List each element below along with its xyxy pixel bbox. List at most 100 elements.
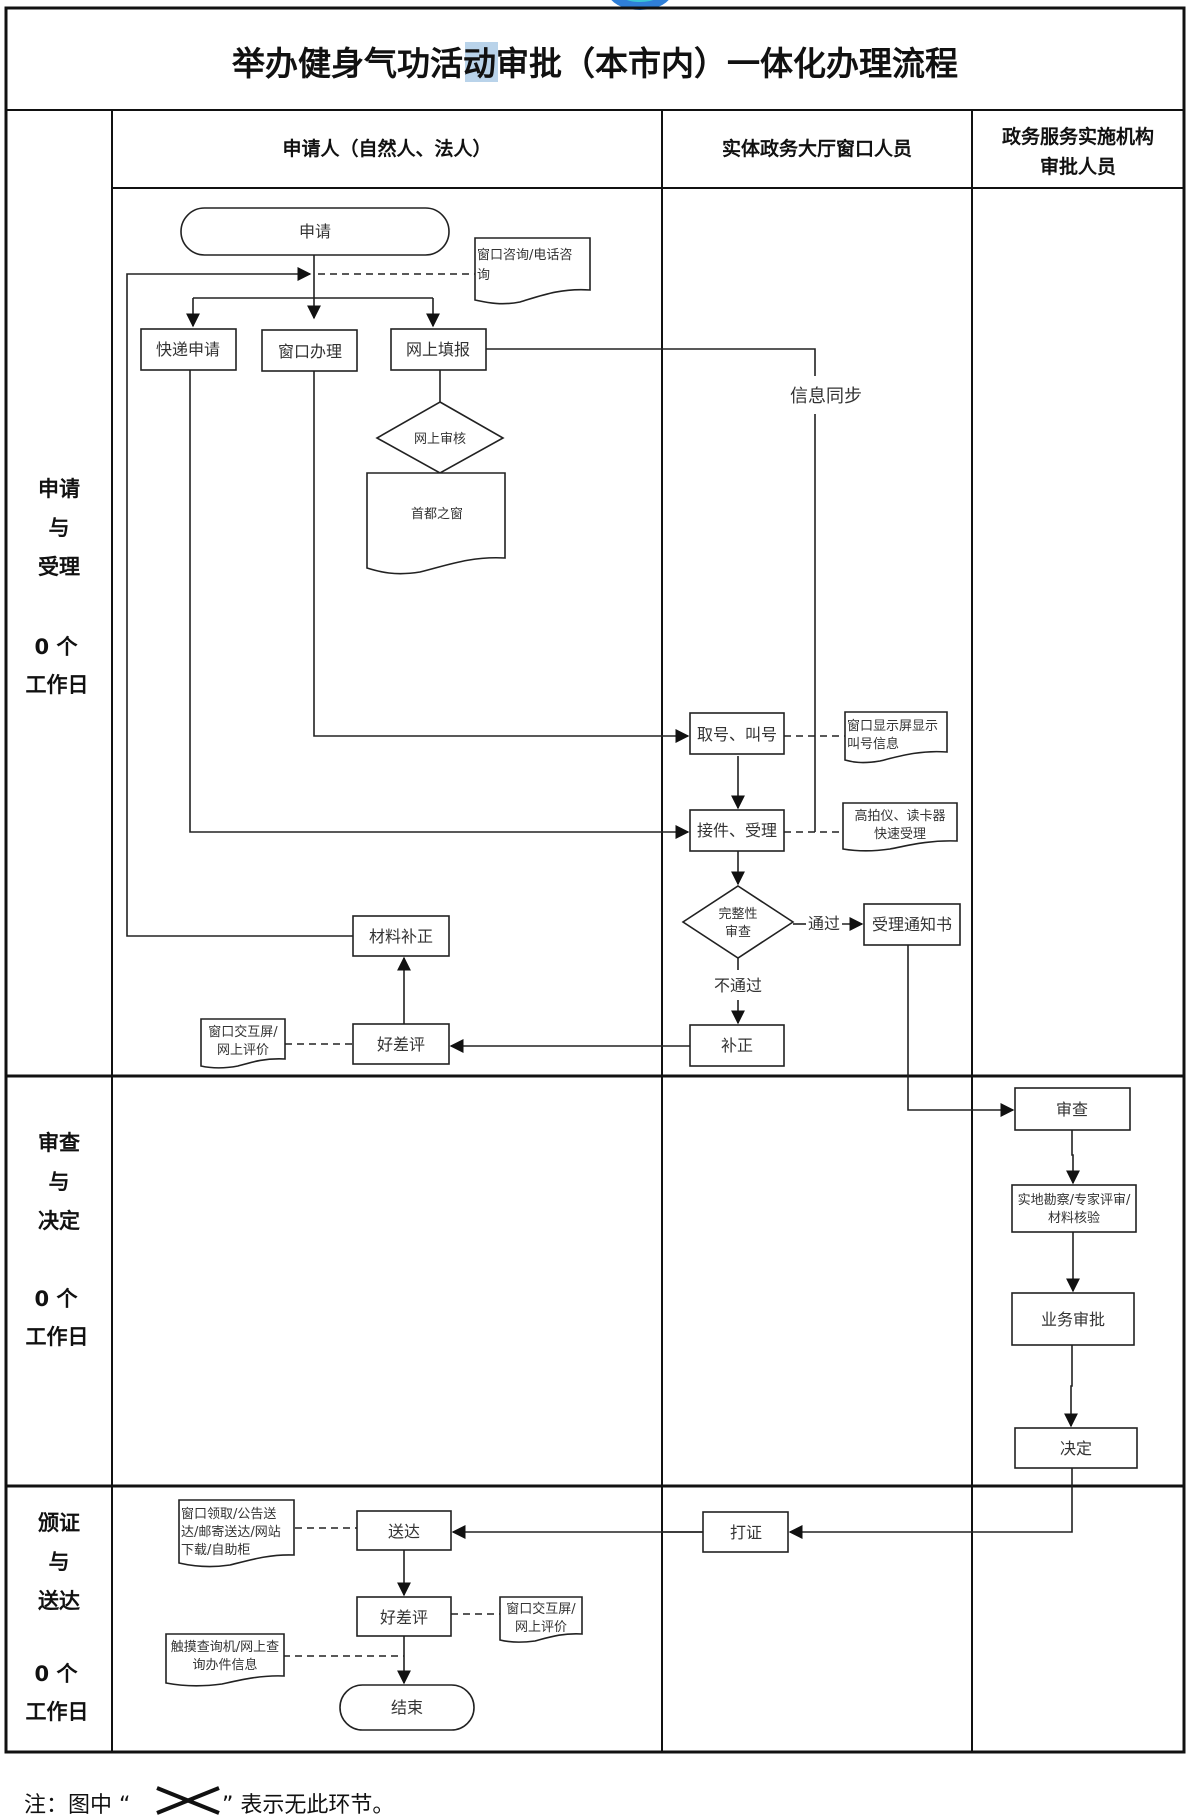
node-accept-notice-label: 受理通知书 <box>872 915 952 934</box>
doc-consult: 窗口咨询/电话咨 询 <box>474 237 591 305</box>
stage-label-review: 审查 与 决定 0 个 工作日 <box>26 1131 89 1349</box>
node-correction-label: 补正 <box>721 1036 753 1055</box>
footnote: 注：图中 “ ” 表示无此环节。 <box>24 1786 394 1818</box>
doc-query-line1: 触摸查询机/网上查 <box>171 1640 279 1655</box>
node-window-handle[interactable]: 窗口办理 <box>261 329 358 372</box>
doc-capital-window[interactable]: 首都之窗 <box>366 472 506 575</box>
stage-label-apply: 申请 与 受理 0 个 工作日 <box>26 477 89 697</box>
node-end[interactable]: 结束 <box>339 1684 475 1731</box>
node-completeness-line1: 完整性 <box>718 907 757 922</box>
node-rating-2-label: 好差评 <box>380 1608 428 1627</box>
doc-display: 窗口显示屏显示 叫号信息 <box>844 711 948 764</box>
label-info-sync: 信息同步 <box>790 386 862 407</box>
cross-icon <box>156 1786 220 1815</box>
stage-review-unit: 工作日 <box>26 1325 89 1349</box>
node-business-approve-label: 业务审批 <box>1041 1310 1105 1329</box>
node-material-fix[interactable]: 材料补正 <box>352 915 450 957</box>
node-take-number[interactable]: 取号、叫号 <box>689 712 785 755</box>
lane-header-applicant: 申请人（自然人、法人） <box>282 137 491 160</box>
node-rating-1[interactable]: 好差评 <box>352 1023 450 1065</box>
node-decision[interactable]: 决定 <box>1014 1427 1138 1469</box>
doc-rating-1-line1: 窗口交互屏/ <box>208 1024 278 1040</box>
node-start-label: 申请 <box>299 222 331 241</box>
doc-rating-1-line2: 网上评价 <box>217 1043 269 1058</box>
node-print-cert-label: 打证 <box>730 1523 762 1542</box>
doc-scanner-line2: 快速受理 <box>874 827 926 842</box>
node-material-fix-label: 材料补正 <box>369 927 433 946</box>
stage-deliver-line2: 与 <box>49 1550 70 1574</box>
stage-apply-unit: 工作日 <box>26 673 89 697</box>
stage-deliver-line3: 送达 <box>38 1589 80 1613</box>
edge-window-to-take-number <box>313 370 690 743</box>
node-express[interactable]: 快递申请 <box>140 328 237 371</box>
edge-express-to-receive <box>189 370 690 839</box>
doc-rating-2-line2: 网上评价 <box>515 1620 567 1635</box>
stage-label-deliver: 颁证 与 送达 0 个 工作日 <box>26 1511 89 1724</box>
node-correction[interactable]: 补正 <box>689 1024 785 1067</box>
doc-rating-2: 窗口交互屏/ 网上评价 <box>499 1596 583 1643</box>
doc-deliver-methods: 窗口领取/公告送 达/邮寄送达/网站 下载/自助柜 <box>178 1499 295 1568</box>
edge-info-sync-top <box>486 348 816 376</box>
stage-review-line1: 审查 <box>38 1131 80 1155</box>
node-completeness-check[interactable]: 完整性 审查 <box>681 885 795 959</box>
stage-apply-line2: 与 <box>49 516 70 540</box>
node-onsite[interactable]: 实地勘察/专家评审/ 材料核验 <box>1011 1184 1137 1233</box>
node-completeness-line2: 审查 <box>725 925 751 940</box>
doc-query-line2: 询办件信息 <box>192 1657 257 1673</box>
doc-deliver-line1: 窗口领取/公告送 <box>181 1506 276 1522</box>
node-end-label: 结束 <box>391 1698 423 1717</box>
node-print-cert[interactable]: 打证 <box>702 1511 789 1553</box>
node-examine-label: 审查 <box>1056 1100 1088 1119</box>
stage-deliver-line1: 颁证 <box>38 1511 80 1535</box>
node-accept-notice[interactable]: 受理通知书 <box>863 903 961 946</box>
node-examine[interactable]: 审查 <box>1014 1087 1131 1131</box>
edge-notice-to-examine <box>907 945 1015 1117</box>
lane-header-approver-line2: 审批人员 <box>1040 155 1116 178</box>
stage-review-days: 0 个 <box>35 1287 79 1311</box>
title-selection-highlight <box>465 42 498 82</box>
node-receive-label: 接件、受理 <box>697 821 777 840</box>
node-rating-2[interactable]: 好差评 <box>356 1596 452 1637</box>
node-business-approve[interactable]: 业务审批 <box>1011 1292 1135 1346</box>
footnote-prefix: 注：图中 “ <box>24 1793 130 1818</box>
stage-apply-line1: 申请 <box>38 477 80 501</box>
node-take-number-label: 取号、叫号 <box>697 725 777 744</box>
lane-header-window: 实体政务大厅窗口人员 <box>722 137 912 160</box>
edge-decision-to-print <box>788 1468 1073 1539</box>
node-online-review-label: 网上审核 <box>414 432 466 447</box>
edge-examine-to-onsite <box>1066 1130 1080 1185</box>
doc-scanner-line1: 高拍仪、读卡器 <box>854 808 945 824</box>
doc-scanner: 高拍仪、读卡器 快速受理 <box>842 802 958 852</box>
edge-approve-to-decision <box>1064 1345 1078 1428</box>
stage-deliver-unit: 工作日 <box>26 1700 89 1724</box>
edge-material-fix-loop <box>126 267 353 937</box>
node-start[interactable]: 申请 <box>180 207 450 256</box>
lane-header-approver-line1: 政务服务实施机构 <box>1002 125 1154 148</box>
doc-deliver-line3: 下载/自助柜 <box>181 1543 250 1558</box>
stage-apply-line3: 受理 <box>38 555 80 579</box>
node-decision-label: 决定 <box>1060 1439 1092 1458</box>
doc-deliver-line2: 达/邮寄送达/网站 <box>181 1524 281 1540</box>
label-pass: 通过 <box>808 914 840 933</box>
doc-query: 触摸查询机/网上查 询办件信息 <box>165 1633 285 1687</box>
doc-capital-window-label: 首都之窗 <box>411 506 463 522</box>
node-onsite-line2: 材料核验 <box>1048 1210 1100 1226</box>
label-fail: 不通过 <box>714 976 762 995</box>
node-deliver[interactable]: 送达 <box>356 1510 452 1551</box>
stage-deliver-days: 0 个 <box>35 1662 79 1686</box>
node-onsite-line1: 实地勘察/专家评审/ <box>1018 1192 1131 1208</box>
doc-display-line2: 叫号信息 <box>847 736 899 752</box>
node-online-fill[interactable]: 网上填报 <box>390 328 487 371</box>
doc-consult-line1: 窗口咨询/电话咨 <box>477 247 572 263</box>
doc-rating-1: 窗口交互屏/ 网上评价 <box>200 1018 286 1069</box>
footnote-suffix: ” 表示无此环节。 <box>222 1793 394 1818</box>
node-window-handle-label: 窗口办理 <box>278 342 342 361</box>
page-title: 举办健身气功活动审批（本市内）一体化办理流程 <box>231 44 958 83</box>
node-online-fill-label: 网上填报 <box>406 340 470 359</box>
stage-review-line2: 与 <box>49 1170 70 1194</box>
doc-display-line1: 窗口显示屏显示 <box>847 718 938 734</box>
node-online-review[interactable]: 网上审核 <box>375 401 505 474</box>
node-receive[interactable]: 接件、受理 <box>689 809 785 852</box>
doc-rating-2-line1: 窗口交互屏/ <box>506 1601 576 1617</box>
